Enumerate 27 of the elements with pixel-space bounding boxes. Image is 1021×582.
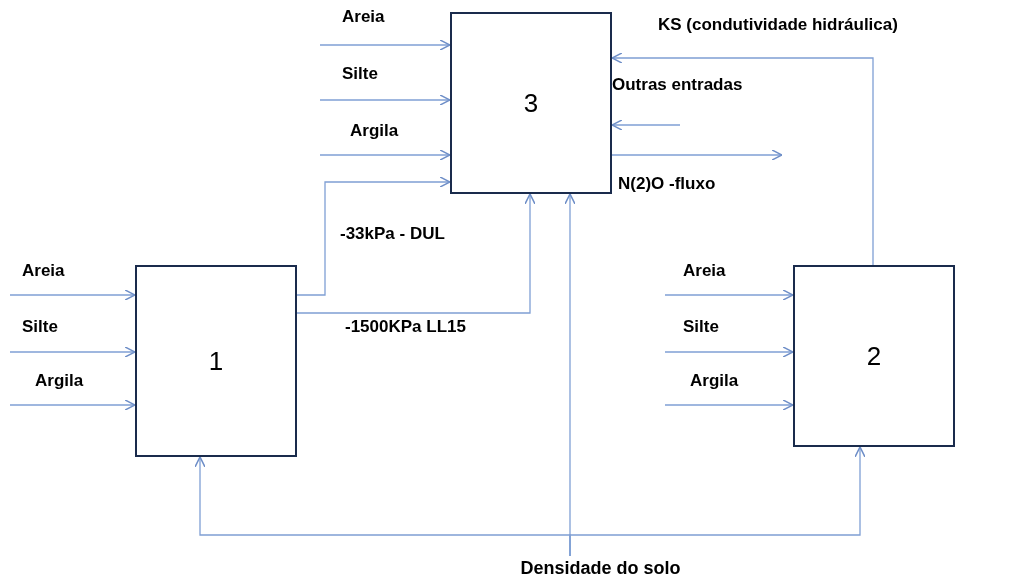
arrow	[664, 289, 794, 301]
process-box	[450, 12, 612, 194]
arrow	[664, 399, 794, 411]
edge-label: Argila	[350, 122, 399, 141]
arrow	[296, 193, 536, 314]
box-number: 1	[208, 345, 224, 377]
edge-label: Argila	[690, 372, 739, 391]
process-box	[135, 265, 297, 457]
arrow	[9, 399, 136, 411]
edge-label: Argila	[35, 372, 84, 391]
arrow	[569, 446, 866, 557]
arrow	[296, 176, 451, 296]
edge-label: N(2)O -fluxo	[618, 175, 716, 194]
arrow	[9, 289, 136, 301]
process-box	[793, 265, 955, 447]
arrow	[611, 52, 874, 266]
box-number: 3	[523, 87, 539, 119]
edge-label: KS (condutividade hidráulica)	[658, 16, 898, 35]
arrow	[664, 346, 794, 358]
arrow	[611, 119, 681, 131]
arrow	[611, 149, 783, 161]
arrow	[9, 346, 136, 358]
box-number: 2	[866, 340, 882, 372]
arrow	[319, 94, 451, 106]
arrow	[319, 39, 451, 51]
arrow	[319, 149, 451, 161]
input-text: Densidade do solo	[520, 557, 681, 579]
